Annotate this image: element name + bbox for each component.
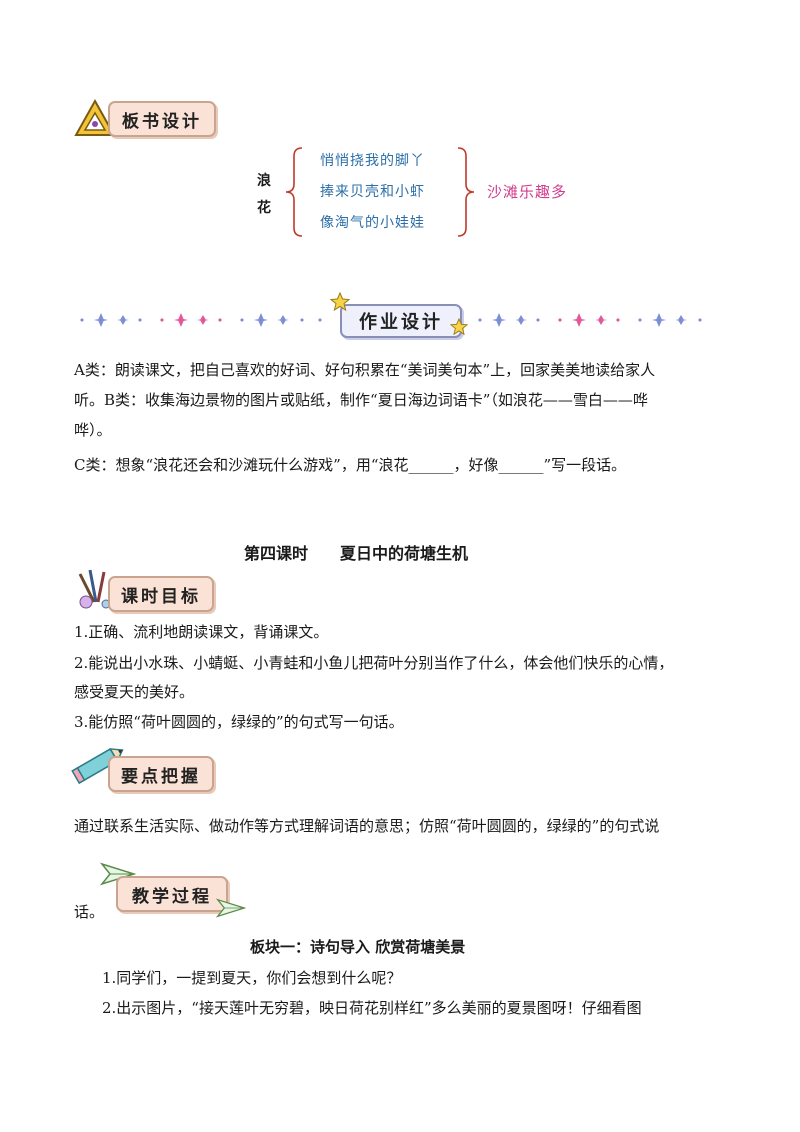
key-points-line-2: 话。 <box>74 903 105 921</box>
board-line-1: 悄悄挠我的脚丫 <box>320 153 425 169</box>
goal-line-1: 1.正确、流利地朗读课文，背诵课文。 <box>74 623 329 641</box>
sparkle-divider-left <box>80 313 322 327</box>
board-design-title: 板书设计 <box>108 101 216 137</box>
star-icon <box>330 292 350 312</box>
step-line-1: 1.同学们，一提到夏天，你们会想到什么呢？ <box>102 969 402 987</box>
sparkle-divider-right <box>478 313 702 327</box>
goal-line-3: 感受夏天的美好。 <box>74 683 195 701</box>
star-icon <box>450 318 468 336</box>
goal-line-2: 2.能说出小水珠、小蜻蜓、小青蛙和小鱼儿把荷叶分别当作了什么，体会他们快乐的心情… <box>74 654 674 672</box>
right-brace <box>457 147 475 237</box>
pencil-icon <box>71 748 124 785</box>
teaching-process-title: 教学过程 <box>116 876 228 912</box>
homework-line-2: 听。B类：收集海边景物的图片或贴纸，制作“夏日海边词语卡”（如浪花——雪白——哗 <box>74 391 648 409</box>
homework-line-4: C类：想象“浪花还会和沙滩玩什么游戏”，用“浪花______，好像______”… <box>74 456 627 474</box>
board-summary: 沙滩乐趣多 <box>487 183 568 201</box>
homework-design-title: 作业设计 <box>340 304 462 338</box>
step-line-2: 2.出示图片，“接天莲叶无穷碧，映日荷花别样红”多么美丽的夏景图呀！仔细看图 <box>102 999 642 1017</box>
board-line-2: 捧来贝壳和小虾 <box>320 184 425 200</box>
paper-plane-icon <box>216 898 246 918</box>
left-brace <box>285 147 303 237</box>
board-line-3: 像淘气的小娃娃 <box>320 215 425 231</box>
homework-line-1: A类：朗读课文，把自己喜欢的好词、好句积累在“美词美句本”上，回家美美地读给家人 <box>74 361 656 379</box>
board-word-bottom: 花 <box>257 200 271 216</box>
goal-line-4: 3.能仿照“荷叶圆圆的，绿绿的”的句式写一句话。 <box>74 713 404 731</box>
key-points-title: 要点把握 <box>108 756 214 792</box>
paper-plane-icon <box>100 862 136 886</box>
triangle-ruler-icon <box>74 98 116 136</box>
homework-line-3: 哗）。 <box>74 421 112 439</box>
key-points-line-1: 通过联系生活实际、做动作等方式理解词语的意思；仿照“荷叶圆圆的，绿绿的”的句式说 <box>74 817 660 835</box>
board-word-top: 浪 <box>257 173 271 189</box>
lesson-title: 第四课时 夏日中的荷塘生机 <box>244 544 469 563</box>
lesson-goals-title: 课时目标 <box>108 576 214 612</box>
block-title: 板块一：诗句导入 欣赏荷塘美景 <box>250 938 466 956</box>
